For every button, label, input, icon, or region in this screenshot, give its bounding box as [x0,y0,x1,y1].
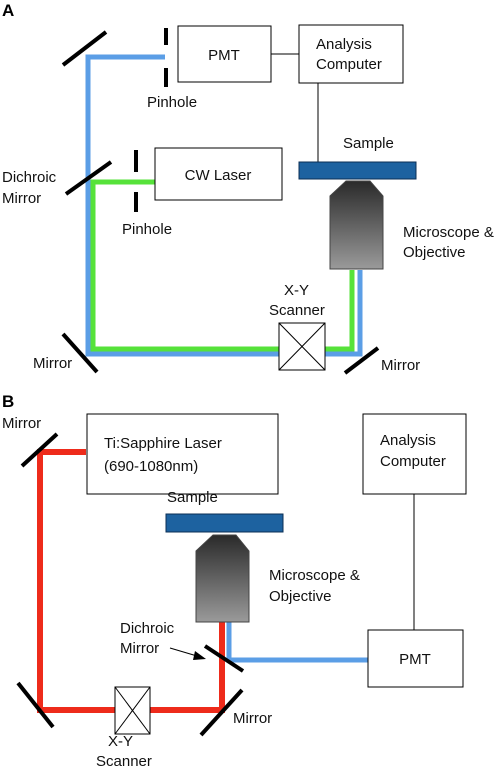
laser-label-line2: (690-1080nm) [104,458,198,475]
ti-sapphire-laser-box [86,413,279,495]
laser-label-line1: Ti:Sapphire Laser [104,435,222,452]
sample-label-a: Sample [343,135,394,152]
mirror-b-top [20,432,59,468]
panel-b: B Mirror Ti:Sapphire Laser (690-1080nm) … [2,392,467,769]
pmt-label-b: PMT [399,651,431,668]
sample-label-b: Sample [167,489,218,506]
microscope-label-b-line1: Microscope & [269,567,360,584]
mirror-label-b-bottom: Mirror [233,710,272,727]
scanner-label-a-line2: Scanner [269,302,325,319]
scanner-label-b-line2: Scanner [96,753,152,769]
analysis-computer-box-a [298,24,404,84]
dichroic-label-b-line1: Dichroic [120,620,175,637]
dichroic-label-b-line2: Mirror [120,640,159,657]
panel-a-label: A [2,1,14,20]
analysis-computer-box-b [362,413,467,495]
analysis-computer-label-b-line2: Computer [380,453,446,470]
dichroic-mirror-b [203,644,245,673]
objective-lens-a [329,180,384,270]
analysis-computer-label-a-line2: Computer [316,56,382,73]
detection-beam-b [226,622,368,663]
xy-scanner-a [278,322,326,371]
scanner-label-a-line1: X-Y [284,282,309,299]
microscope-label-a-line2: Objective [403,244,466,261]
dichroic-label-a-line1: Dichroic [2,169,57,186]
mirror-a-top [61,30,108,67]
excitation-beam-a [90,179,355,352]
panel-a: A PMT Analysis Computer Pinhole CW Laser… [2,1,494,375]
sample-slide-a [298,161,417,180]
microscope-label-b-line2: Objective [269,588,332,605]
dichroic-mirror-a [64,160,113,196]
analysis-computer-label-a-line1: Analysis [316,36,372,53]
cw-laser-label: CW Laser [185,167,252,184]
mirror-b-bottom-right [199,688,244,737]
mirror-a-bottom-right [343,346,380,375]
mirror-b-bottom-left [16,681,55,729]
pmt-label-a: PMT [208,47,240,64]
mirror-label-b-top: Mirror [2,415,41,432]
scanner-label-b-line1: X-Y [108,733,133,750]
mirror-label-a-left: Mirror [33,355,72,372]
dichroic-pointer-arrow [169,647,206,660]
cw-laser-box [154,147,283,201]
sample-slide-b [165,513,284,533]
microscope-label-a-line1: Microscope & [403,224,494,241]
mirror-a-bottom-left [61,332,99,374]
pmt-box-b [367,629,464,688]
pinhole-label-a-top: Pinhole [147,94,197,111]
mirror-label-a-right: Mirror [381,357,420,374]
xy-scanner-b [114,686,151,735]
analysis-computer-label-b-line1: Analysis [380,432,436,449]
detection-beam-a [85,54,363,357]
pinhole-label-a-mid: Pinhole [122,221,172,238]
objective-lens-b [195,534,250,623]
panel-b-label: B [2,392,14,411]
dichroic-label-a-line2: Mirror [2,190,41,207]
